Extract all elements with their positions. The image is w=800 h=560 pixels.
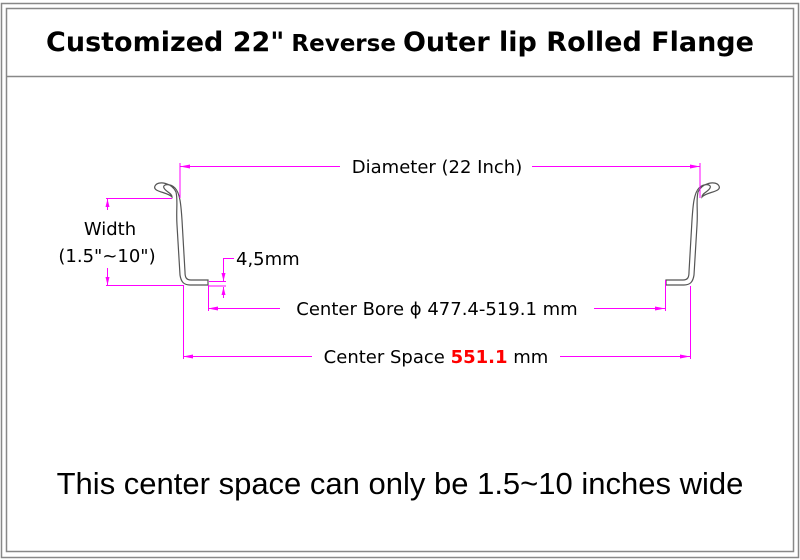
width-dimension: Width (1.5"~10") (58, 198, 184, 286)
inner-frame (5, 7, 795, 553)
diameter-dimension: Diameter (22 Inch) (179, 157, 701, 198)
center-space-dimension: Center Space 551.1 mm (183, 286, 691, 368)
center-space-value: 551.1 (451, 347, 508, 368)
right-flange-profile (665, 182, 720, 286)
diameter-label: Diameter (22 Inch) (352, 157, 522, 178)
lip-dimension: 4,5mm (209, 249, 300, 298)
center-bore-label: Center Bore ϕ 477.4-519.1 mm (296, 299, 577, 320)
lip-label: 4,5mm (236, 249, 300, 270)
center-space-label: Center Space 551.1 mm (324, 347, 549, 368)
left-flange-profile (154, 182, 209, 286)
width-range: (1.5"~10") (58, 246, 155, 267)
center-bore-dimension: Center Bore ϕ 477.4-519.1 mm (208, 280, 666, 320)
width-note: This center space can only be 1.5~10 inc… (57, 466, 744, 501)
width-label: Width (84, 219, 136, 240)
